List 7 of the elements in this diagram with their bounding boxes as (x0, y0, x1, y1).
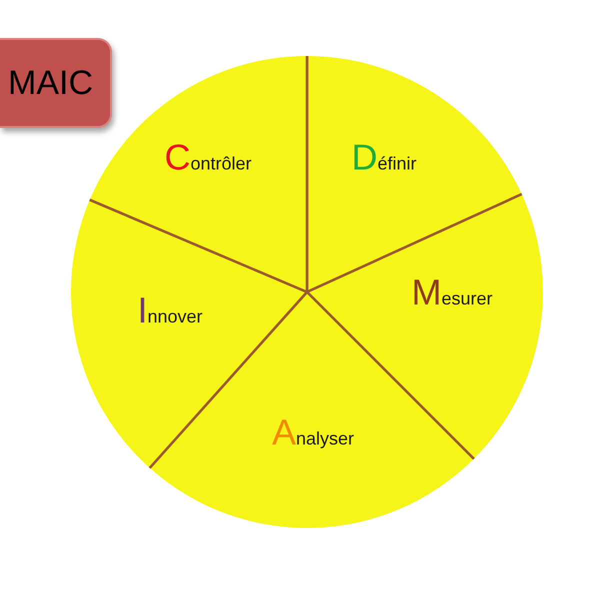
title-text: MAIC (8, 62, 93, 104)
title-box (0, 38, 112, 128)
segment-label: Analyser (272, 410, 354, 454)
segment-label: Définir (352, 135, 416, 179)
segment-label: Mesurer (411, 270, 493, 314)
segment-label: Innover (137, 288, 203, 332)
segment-label: Contrôler (164, 135, 252, 179)
